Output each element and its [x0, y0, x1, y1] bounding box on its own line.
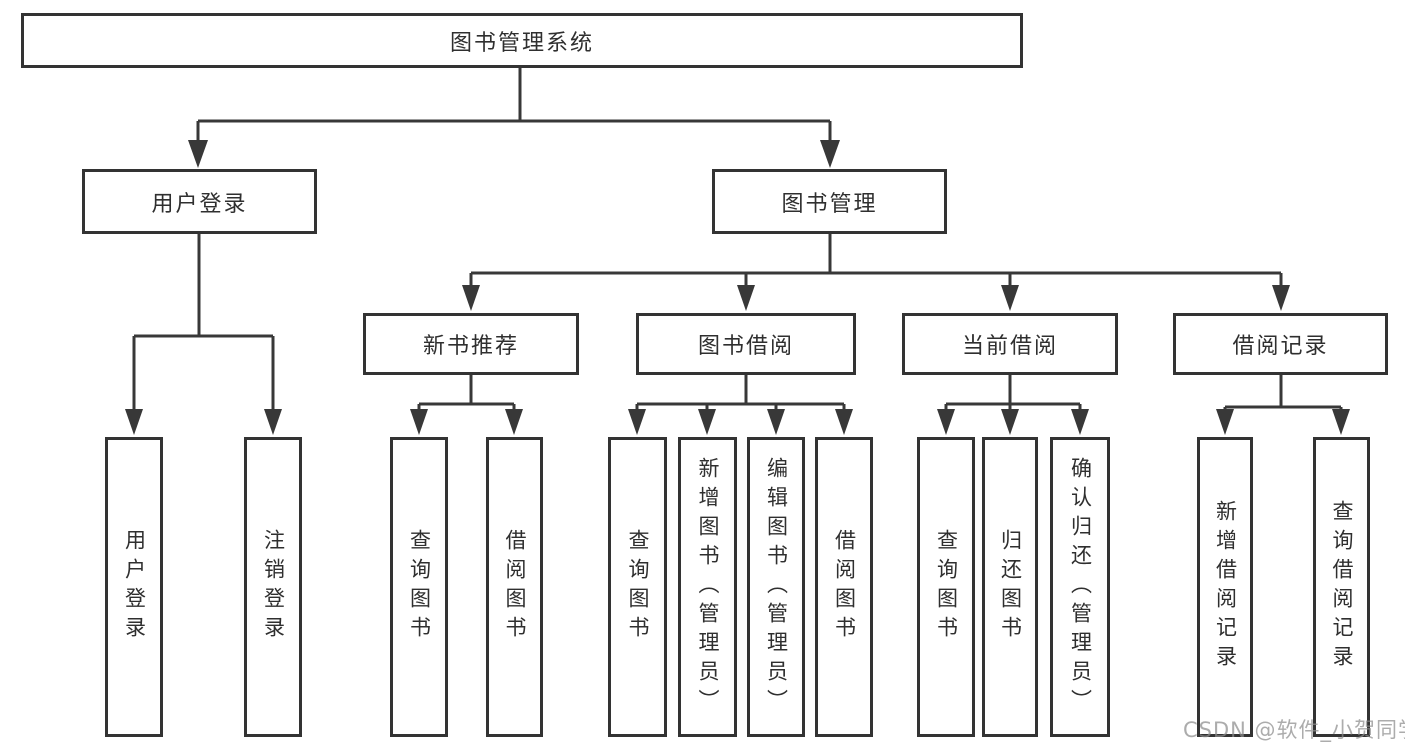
arrowhead — [1332, 409, 1350, 435]
node-new-book-recommend-label: 新书推荐 — [422, 334, 519, 359]
arrowhead — [628, 409, 646, 435]
node-query-books-borrow: 查询图书 — [608, 437, 667, 737]
node-current-borrow-label: 当前借阅 — [961, 334, 1058, 359]
connector-root-to-level2 — [188, 68, 840, 168]
node-edit-book-admin: 编辑图书（管理员） — [747, 437, 805, 737]
node-add-borrow-record: 新增借阅记录 — [1197, 437, 1253, 737]
arrowhead — [125, 409, 143, 435]
node-book-management: 图书管理 — [712, 169, 947, 234]
connector-new-book-recommend-children — [410, 375, 523, 435]
arrowhead — [410, 409, 428, 435]
node-book-management-label: 图书管理 — [781, 191, 878, 217]
connector-borrow-records-children — [1216, 375, 1350, 435]
arrowhead — [835, 409, 853, 435]
node-user-login: 用户登录 — [82, 169, 317, 234]
node-root-label: 图书管理系统 — [449, 30, 594, 56]
connector-current-borrow-children — [937, 375, 1089, 435]
node-current-borrow: 当前借阅 — [902, 313, 1118, 375]
node-query-borrow-record: 查询借阅记录 — [1313, 437, 1370, 737]
arrowhead — [505, 409, 523, 435]
connector-book-management-to-level3 — [462, 234, 1290, 311]
node-query-books-current: 查询图书 — [917, 437, 975, 737]
node-user-login-leaf: 用户登录 — [105, 437, 163, 737]
node-book-borrow-label: 图书借阅 — [697, 334, 794, 359]
arrowhead — [937, 409, 955, 435]
arrowhead — [820, 140, 840, 168]
node-confirm-return-admin: 确认归还（管理员） — [1050, 437, 1110, 737]
arrowhead — [1001, 285, 1019, 311]
node-borrow-books-borrow: 借阅图书 — [815, 437, 873, 737]
arrowhead — [264, 409, 282, 435]
arrowhead — [698, 409, 716, 435]
arrowhead — [462, 285, 480, 311]
csdn-watermark: CSDN @软件_小贺同学 — [1183, 718, 1405, 742]
node-book-borrow: 图书借阅 — [636, 313, 856, 375]
node-new-book-recommend: 新书推荐 — [363, 313, 579, 375]
arrowhead — [1216, 409, 1234, 435]
node-add-book-admin: 新增图书（管理员） — [678, 437, 737, 737]
arrowhead — [1272, 285, 1290, 311]
arrowhead — [1071, 409, 1089, 435]
connector-book-borrow-children — [628, 375, 853, 435]
arrowhead — [1001, 409, 1019, 435]
connector-user-login-children — [125, 234, 282, 435]
arrowhead — [188, 140, 208, 168]
node-borrow-records-label: 借阅记录 — [1232, 334, 1329, 359]
node-query-books-recommend: 查询图书 — [390, 437, 448, 737]
node-return-book: 归还图书 — [982, 437, 1038, 737]
node-user-login-label: 用户登录 — [151, 191, 248, 217]
node-borrow-books-recommend: 借阅图书 — [486, 437, 543, 737]
node-logout: 注销登录 — [244, 437, 302, 737]
node-borrow-records: 借阅记录 — [1173, 313, 1388, 375]
arrowhead — [767, 409, 785, 435]
node-root: 图书管理系统 — [21, 13, 1023, 68]
arrowhead — [737, 285, 755, 311]
